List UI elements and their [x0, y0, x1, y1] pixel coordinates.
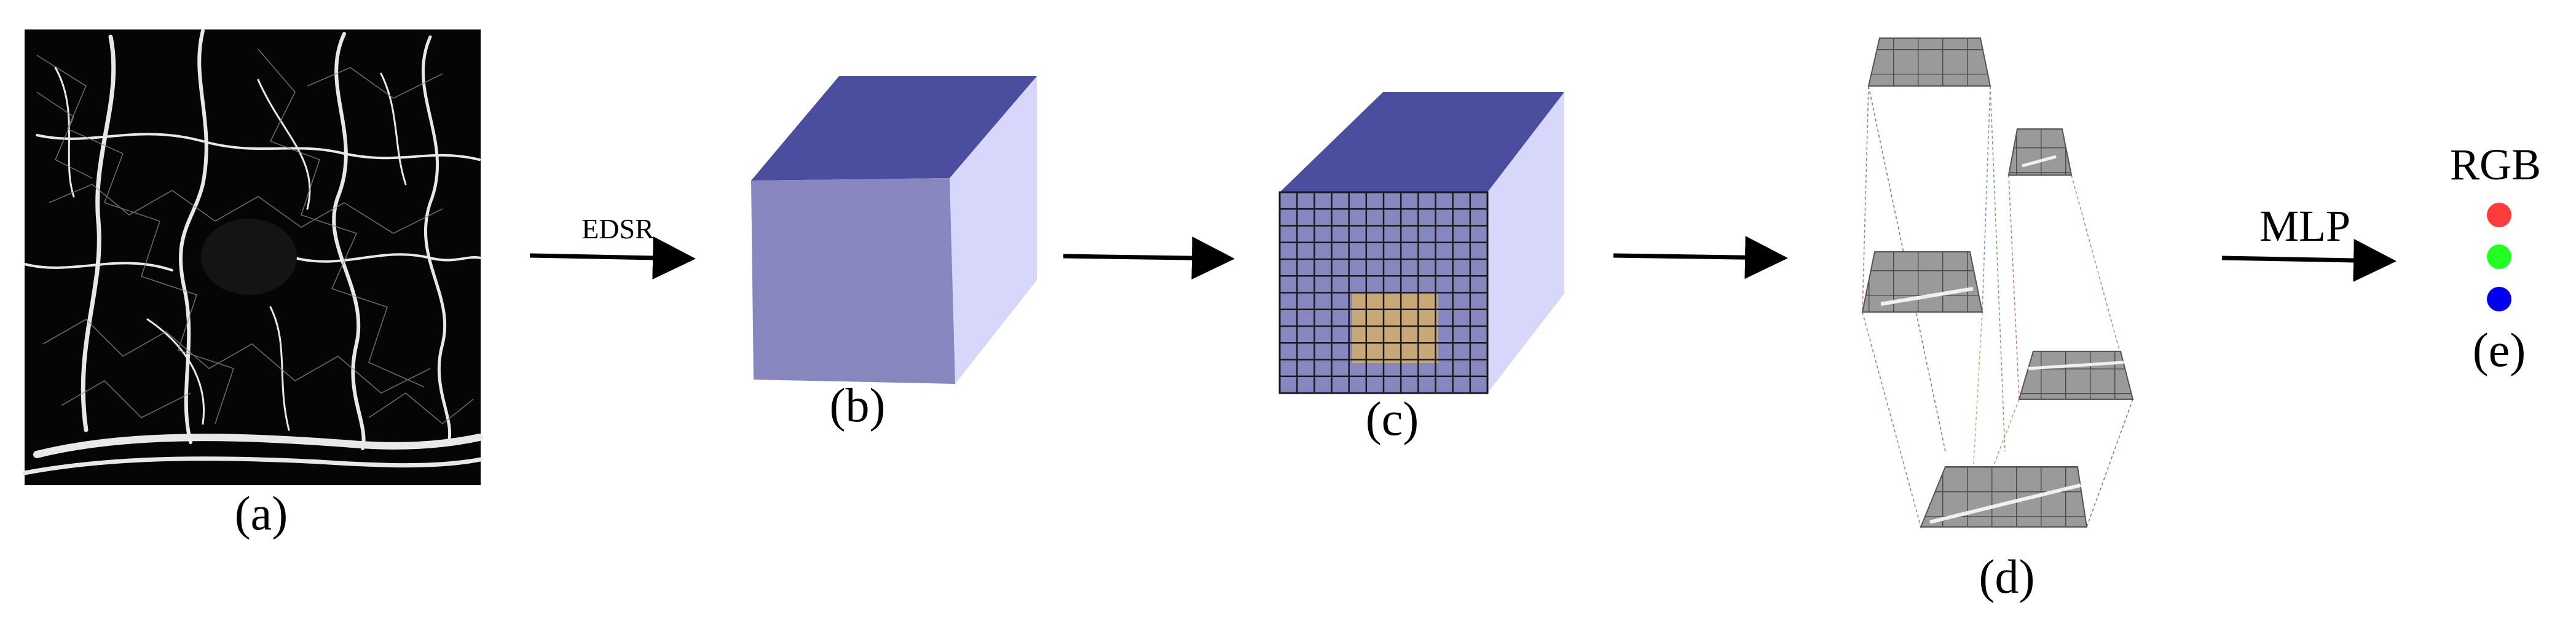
arrow-mlp: MLP: [2221, 201, 2397, 282]
panel-a: (a): [22, 29, 483, 540]
caption-d: (d): [1979, 550, 2035, 603]
feature-tile-3: [1861, 251, 1983, 313]
cube-b-top: [751, 76, 1037, 181]
arrow-edsr: EDSR: [529, 213, 696, 279]
feature-tile-1: [1867, 37, 1991, 87]
panel-e: RGB (e): [2450, 140, 2541, 376]
query-patch-highlight: [1352, 294, 1438, 363]
cube-c-grid: [1280, 192, 1487, 393]
feature-tile-5: [1920, 466, 2088, 528]
caption-e: (e): [2473, 323, 2526, 376]
rgb-green-dot: [2487, 244, 2511, 269]
capillary-mesh: [36, 49, 474, 425]
caption-b: (b): [830, 378, 886, 432]
panel-c: (c): [1278, 92, 1564, 445]
cube-b-front: [751, 178, 955, 384]
edsr-label: EDSR: [581, 213, 654, 244]
arrow-b-to-c: [1063, 236, 1235, 280]
mlp-label: MLP: [2259, 201, 2350, 251]
panel-b: (b): [751, 76, 1037, 432]
vessel-network: [22, 29, 483, 475]
foveal-avascular-zone: [201, 219, 297, 295]
cube-c-side: [1487, 92, 1564, 393]
connector-lines: [1862, 85, 2133, 528]
rgb-red-dot: [2487, 203, 2511, 227]
caption-a: (a): [235, 486, 288, 540]
cube-c-top: [1280, 92, 1564, 192]
cube-c-front-border: [1278, 191, 1489, 394]
arrow-edsr-line: [529, 236, 696, 279]
rgb-label: RGB: [2450, 140, 2541, 189]
feature-tile-4: [2018, 351, 2134, 400]
arrow-mlp-line: [2221, 238, 2397, 282]
arrow-c-to-d: [1613, 236, 1788, 279]
feature-tile-2: [2007, 128, 2073, 176]
panel-d: (d): [1861, 37, 2134, 603]
caption-c: (c): [1366, 392, 1419, 445]
rgb-blue-dot: [2487, 287, 2511, 311]
cube-b-side: [950, 76, 1037, 384]
